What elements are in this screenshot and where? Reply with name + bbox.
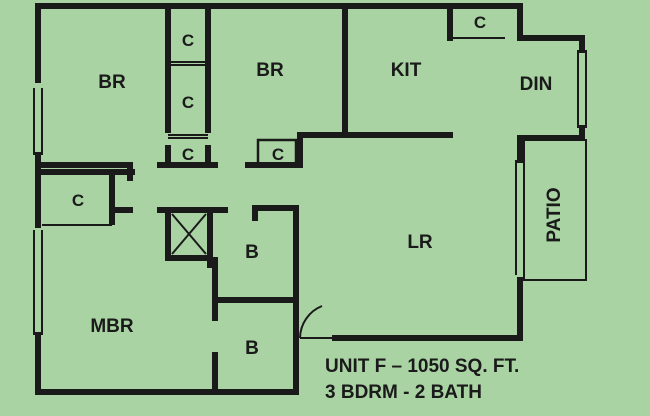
closet-br2-hall [256, 138, 298, 166]
room-label-bath2: B [245, 338, 259, 359]
closet-label: C [182, 145, 194, 164]
room-label-kitchen: KIT [391, 60, 422, 81]
room-label-bath1: B [245, 242, 259, 263]
room-label-dining: DIN [520, 74, 553, 95]
closet-labels: C C C C C C [72, 13, 486, 210]
room-label-master-bedroom: MBR [90, 316, 134, 337]
closet-label: C [272, 145, 284, 164]
closet-label: C [474, 13, 486, 32]
interior-walls [35, 3, 505, 395]
room-label-br2: BR [256, 60, 284, 81]
room-label-patio: PATIO [544, 187, 565, 242]
caption-unit-size: UNIT F – 1050 SQ. FT. [325, 356, 519, 377]
closet-label: C [182, 93, 194, 112]
outer-walls [33, 3, 587, 395]
closet-label: C [72, 191, 84, 210]
patio-outline [523, 139, 587, 281]
plan-caption: UNIT F – 1050 SQ. FT. 3 BDRM - 2 BATH [325, 356, 519, 403]
room-label-br1: BR [98, 72, 126, 93]
caption-bedrooms-baths: 3 BDRM - 2 BATH [325, 382, 482, 403]
room-labels: BR BR KIT DIN LR MBR B B PATIO [90, 60, 565, 359]
room-label-living: LR [407, 232, 433, 253]
closet-label: C [182, 31, 194, 50]
entry-door-swing [299, 305, 335, 339]
